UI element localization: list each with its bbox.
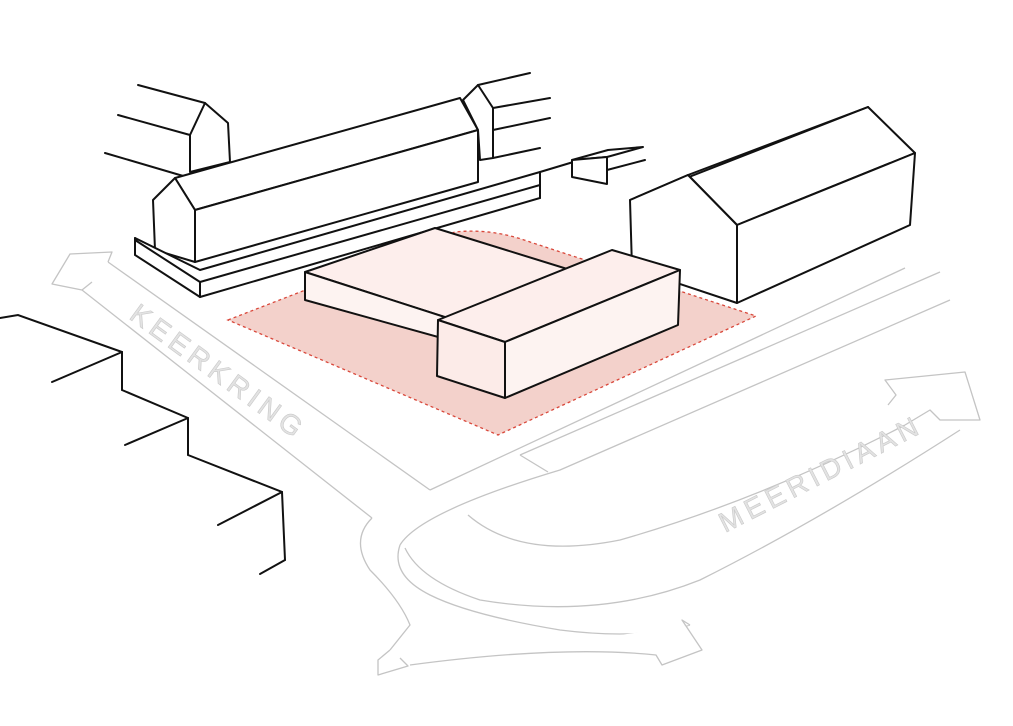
rear-block-roof-1 bbox=[477, 72, 531, 86]
meeridiaan-edge-outer bbox=[467, 424, 906, 547]
keerkring-edge-north bbox=[107, 261, 431, 491]
nw-house-roof-2 bbox=[117, 114, 191, 136]
south-road-east bbox=[397, 544, 691, 635]
long-block-gable bbox=[152, 177, 196, 263]
north-west-buildings bbox=[104, 72, 646, 299]
west-building-line-3 bbox=[217, 491, 283, 526]
main-road-median bbox=[519, 454, 549, 473]
new-buildings bbox=[304, 227, 681, 399]
ne-block-side bbox=[736, 152, 916, 304]
nw-house-roof-1 bbox=[137, 84, 206, 104]
keerkring-edge-south bbox=[81, 289, 373, 519]
keerkring-arrow bbox=[51, 251, 113, 291]
west-building-line-4 bbox=[259, 559, 286, 575]
rear-block-eave-1 bbox=[492, 117, 551, 131]
rear-block-eave-2 bbox=[492, 147, 541, 159]
south-road-west bbox=[359, 517, 411, 651]
west-buildings bbox=[0, 313, 286, 575]
meeridiaan-arrow bbox=[884, 371, 981, 426]
nw-house-gable bbox=[189, 102, 231, 173]
west-building-line-1 bbox=[51, 351, 123, 383]
road-network bbox=[51, 251, 981, 676]
main-road-edge-mid bbox=[519, 271, 941, 456]
west-building-outline bbox=[0, 313, 286, 561]
main-road-edge-north bbox=[429, 267, 906, 491]
rear-block-roof-2 bbox=[492, 97, 551, 109]
street-label-meeridiaan: MEERIDIAAN bbox=[714, 409, 928, 538]
shed-side bbox=[606, 159, 646, 171]
west-building-line-2 bbox=[124, 417, 189, 446]
new-tall-block-front-right bbox=[504, 269, 681, 399]
shed-front bbox=[571, 156, 608, 185]
nw-house-base bbox=[104, 152, 191, 179]
meeridiaan-edge-inner bbox=[404, 429, 961, 608]
main-road-edge-south bbox=[399, 299, 951, 546]
south-arrow-west bbox=[377, 649, 409, 676]
long-block-front bbox=[194, 129, 479, 263]
ne-block-ridge bbox=[687, 106, 869, 176]
south-arrow-east bbox=[409, 619, 703, 666]
